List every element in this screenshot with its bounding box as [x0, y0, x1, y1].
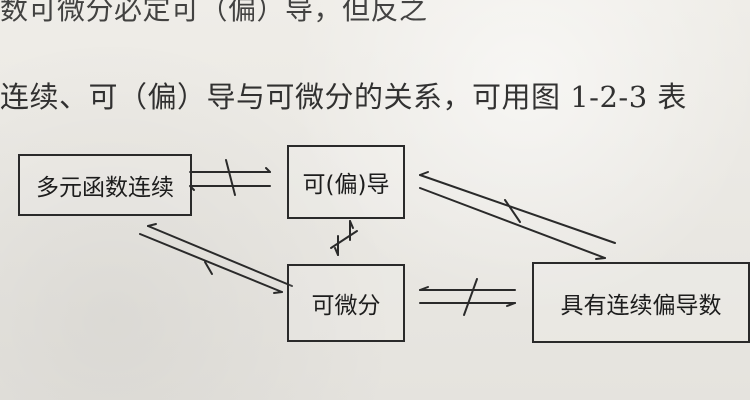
arrow-partial-to-cont [419, 187, 606, 259]
arrow-multi-to-diff [139, 233, 283, 293]
node-differentiable: 可微分 [287, 264, 405, 342]
node-multivariate-continuous: 多元函数连续 [18, 154, 192, 216]
arrow-cont-to-partial [419, 174, 616, 244]
node-continuous-partials: 具有连续偏导数 [532, 262, 750, 343]
negation-slash-multi-partial [225, 159, 236, 196]
negation-slash-multi-diff [204, 261, 213, 275]
negation-slash-cont-partial [504, 199, 521, 223]
text-line-1: 数可微分必定可（偏）导，但反之 [0, 0, 428, 26]
text-line-2: 连续、可（偏）导与可微分的关系，可用图 1-2-3 表 [0, 80, 687, 114]
node-partial-derivative: 可(偏)导 [287, 145, 405, 219]
negation-slash-diff-cont [463, 278, 478, 316]
negation-slash-diff-partial [330, 230, 358, 249]
arrow-diff-to-multi [147, 225, 293, 287]
